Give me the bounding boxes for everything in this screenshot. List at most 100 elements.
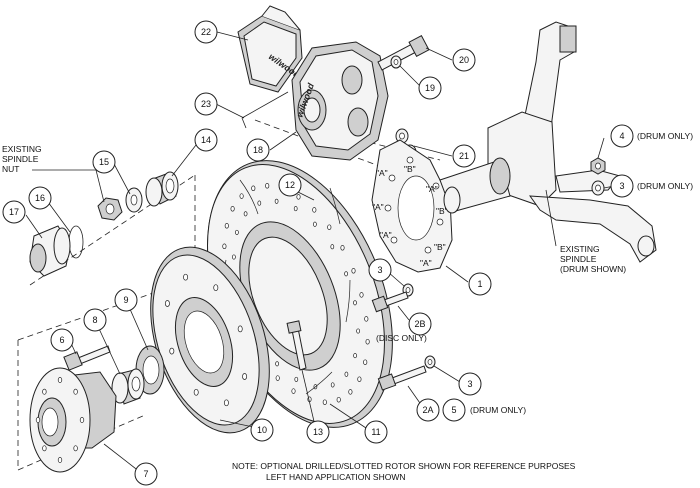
callouts: 22 23 18 20 19 21 1 12 15 14 16 17 4 3 3… <box>2 20 634 486</box>
callout-6: 6 <box>50 328 74 352</box>
rotor-drill-hole <box>291 388 296 394</box>
svg-text:3: 3 <box>377 265 382 275</box>
rotor-drill-hole <box>235 229 239 235</box>
dust-cap-o-ring <box>68 225 84 259</box>
hole-marking-4: "A" <box>426 184 438 194</box>
svg-text:4: 4 <box>619 131 624 141</box>
existing-spindle <box>439 21 657 263</box>
rotor-drill-hole <box>365 338 370 345</box>
svg-text:11: 11 <box>371 427 380 437</box>
svg-text:18: 18 <box>253 145 263 155</box>
svg-text:22: 22 <box>201 27 211 37</box>
rotor-drill-hole <box>275 375 280 381</box>
rotor-drill-hole <box>294 376 299 382</box>
rotor-drill-hole <box>251 185 256 192</box>
callout-8: 8 <box>83 308 107 332</box>
hat-bolt-hole <box>169 347 175 355</box>
rotor-drill-hole <box>353 300 357 306</box>
hole-marking-3: "A" <box>372 202 384 212</box>
hat-bolt-hole <box>193 388 199 396</box>
callout-16: 16 <box>28 186 52 210</box>
hub-bolt-hole <box>42 445 47 452</box>
drum-only-nut <box>590 157 606 175</box>
svg-text:2B: 2B <box>414 319 425 329</box>
rotor-drill-hole <box>274 198 279 204</box>
svg-text:3: 3 <box>619 181 624 191</box>
svg-text:12: 12 <box>285 180 295 190</box>
existing-spindle-nut-label-1: EXISTING <box>2 144 42 154</box>
rotor-drill-hole <box>275 361 279 367</box>
disc-only-label: (DISC ONLY) <box>376 333 427 343</box>
brake-pad: wilwood <box>237 5 303 93</box>
hat-bolt-hole <box>237 325 243 333</box>
rotor-drill-hole <box>344 271 348 277</box>
rotor-drill-hole <box>239 193 244 199</box>
rotor-drill-hole <box>336 396 341 403</box>
svg-text:2A: 2A <box>422 405 433 415</box>
hat-bolt-hole <box>223 399 229 407</box>
callout-14: 14 <box>194 128 218 152</box>
svg-text:9: 9 <box>123 295 128 305</box>
rotor-drill-hole <box>322 399 327 405</box>
hub-bolt-hole <box>42 388 47 395</box>
rotor-drill-hole <box>353 353 357 359</box>
callout-11: 11 <box>364 420 388 444</box>
callout-23: 23 <box>194 92 218 116</box>
hat-bolt-hole <box>242 373 248 380</box>
svg-text:8: 8 <box>92 315 97 325</box>
existing-spindle-nut-label-2: SPINDLE <box>2 154 39 164</box>
pad-retaining-pin <box>241 91 289 129</box>
callout-22: 22 <box>194 20 218 44</box>
rotor-drill-hole <box>351 268 356 274</box>
existing-spindle-nut-label-3: NUT <box>2 164 19 174</box>
svg-text:5: 5 <box>451 405 456 415</box>
rotor-drill-hole <box>348 389 353 395</box>
callout-3-drum: 3 <box>458 372 482 396</box>
callout-4: 4 <box>610 124 634 148</box>
svg-text:15: 15 <box>99 157 109 167</box>
rotor-drill-hole <box>222 243 227 250</box>
caliper: wilwood <box>291 41 389 161</box>
caliper-washer-19 <box>390 55 402 69</box>
note-line-1: NOTE: OPTIONAL DRILLED/SLOTTED ROTOR SHO… <box>232 461 576 471</box>
callout-18: 18 <box>246 138 270 162</box>
rotor-drill-hole <box>224 223 229 229</box>
rotor-drill-hole <box>230 206 235 212</box>
caliper-bracket: "A" "B" "A" "A" "B" "A" "B" "A" <box>371 139 453 273</box>
callout-7: 7 <box>134 462 158 486</box>
rotor-drill-hole <box>357 376 362 382</box>
leader-lines <box>25 31 615 473</box>
hub-bolt-hole <box>57 457 63 463</box>
hub-bolt-hole <box>73 445 78 452</box>
svg-text:10: 10 <box>257 425 267 435</box>
hole-marking-2: "B" <box>404 164 416 174</box>
svg-text:7: 7 <box>143 469 148 479</box>
drum-only-washer-bottom <box>424 355 436 369</box>
callout-5: 5 <box>442 398 466 422</box>
rotor-drill-hole <box>313 221 317 227</box>
rotor-drill-hole <box>265 183 270 189</box>
svg-text:21: 21 <box>459 151 469 161</box>
rotor <box>207 160 393 428</box>
disc-only-bolt <box>371 291 409 313</box>
callout-17: 17 <box>2 200 26 224</box>
drum-only-label-3: (DRUM ONLY) <box>637 181 693 191</box>
callout-12: 12 <box>278 173 302 197</box>
hub-bolt-hole <box>57 377 63 383</box>
hole-marking-6: "A" <box>380 230 392 240</box>
drum-only-label-4: (DRUM ONLY) <box>637 131 693 141</box>
rotor-hat <box>150 246 270 434</box>
callout-20: 20 <box>452 48 476 72</box>
hub-bolt-hole <box>35 417 41 423</box>
hat-bolt-hole <box>183 273 189 281</box>
note-line-2: LEFT HAND APPLICATION SHOWN <box>266 472 406 482</box>
svg-text:20: 20 <box>459 55 469 65</box>
svg-text:13: 13 <box>313 427 323 437</box>
rotor-drill-hole <box>364 316 369 322</box>
hole-marking-7: "B" <box>434 242 446 252</box>
callout-21: 21 <box>452 144 476 168</box>
svg-text:3: 3 <box>467 379 472 389</box>
inner-bearing <box>111 368 145 405</box>
hat-bolt-hole <box>164 300 170 307</box>
wheel-stud-13 <box>286 320 307 371</box>
